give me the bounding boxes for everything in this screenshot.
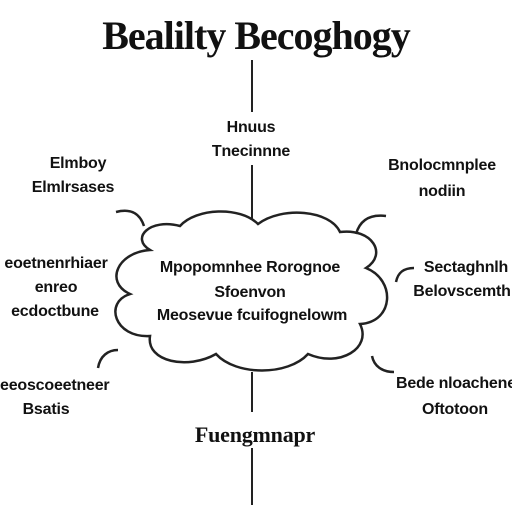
connector-left-top [115,209,146,227]
diagram-title: Bealilty Becoghogy [102,13,411,58]
cloud-text-line-2: Sfoenvon [214,284,286,301]
left-top-label-line-1: Elmboy [49,155,107,172]
left-top-label-line-2: Elmlrsases [31,179,115,196]
left-mid-label-line-3: ecdoctbune [11,303,99,320]
connector-right-top [354,214,387,235]
cloud-text-line-1: Mpopomnhee Rorognoe [159,259,341,276]
top-label-line-1: Hnuus [226,119,276,136]
connector-right-bottom [370,355,395,374]
connector-right-mid [394,266,415,283]
right-bottom-label-line-2: Oftotoon [422,401,488,418]
right-top-label-line-2: nodiin [418,183,466,200]
bottom-label: Fuengmnapr [194,422,316,447]
right-mid-label-line-2: Belovscemth [413,283,511,300]
right-mid-label-line-1: Sectaghnlh [423,259,509,276]
left-mid-label-line-1: eoetnenrhiaer [4,255,108,272]
left-mid-label-line-2: enreo [34,279,78,296]
top-label-line-2: Tnecinnne [211,143,291,160]
left-bottom-label-line-2: Bsatis [22,401,70,418]
left-bottom-label-line-1: eeoscoeetneer [0,377,110,394]
right-bottom-label-line-1: Bede nloachene [396,375,512,392]
right-top-label-line-1: Bnolocmnplee [388,157,496,174]
connector-left-bottom [96,348,119,369]
cloud-text-line-3: Meosevue fcuifognelowm [156,307,348,324]
cloud-shape [114,210,389,372]
